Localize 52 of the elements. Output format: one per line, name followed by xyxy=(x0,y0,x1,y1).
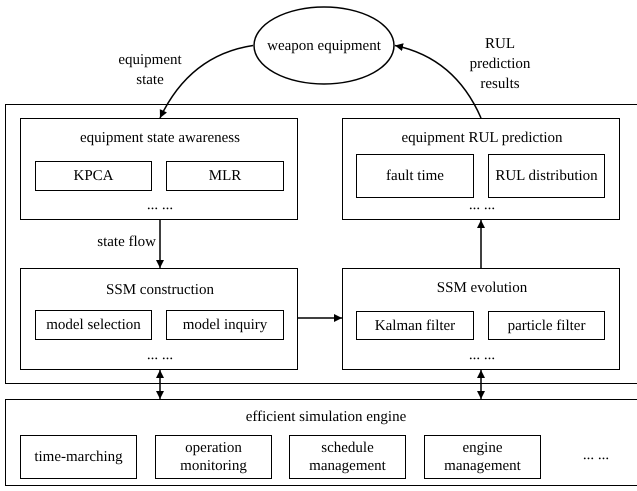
node-label: Kalman filter xyxy=(374,316,456,334)
node-label: weapon equipment xyxy=(266,36,382,54)
group-title: SSM construction xyxy=(105,281,215,299)
arrow xyxy=(477,220,485,268)
node-label: time-marching xyxy=(33,448,124,466)
edge-label: state flow xyxy=(96,233,156,252)
arrow xyxy=(477,370,485,399)
node-label: fault time xyxy=(385,167,445,185)
process-box xyxy=(488,311,605,340)
frame-box xyxy=(5,104,637,384)
group-title: equipment state awareness xyxy=(79,129,241,147)
process-box xyxy=(20,435,137,479)
process-box xyxy=(289,435,406,479)
group-box xyxy=(342,268,620,370)
process-box xyxy=(35,161,152,191)
ellipsis-text: ... ... xyxy=(468,196,496,214)
group-box xyxy=(5,399,637,486)
process-box xyxy=(424,435,541,479)
edge-label: RUL prediction results xyxy=(468,35,532,94)
ellipse-node xyxy=(253,6,395,85)
node-label: operation monitoring xyxy=(179,439,248,475)
node-label: MLR xyxy=(208,167,242,185)
node-label: model inquiry xyxy=(182,316,268,334)
ellipsis-text: ... ... xyxy=(146,196,174,214)
group-title: efficient simulation engine xyxy=(244,408,408,426)
process-box xyxy=(166,161,284,191)
process-box xyxy=(166,310,284,340)
node-label: model selection xyxy=(45,316,142,334)
node-label: KPCA xyxy=(72,167,114,185)
process-box xyxy=(488,154,605,198)
node-label: engine management xyxy=(443,439,522,475)
arrow xyxy=(298,314,342,322)
ellipsis-text: ... ... xyxy=(582,446,610,464)
process-box xyxy=(35,310,152,340)
group-box xyxy=(20,268,298,370)
node-label: schedule management xyxy=(308,439,387,475)
process-box xyxy=(356,311,474,340)
group-box xyxy=(20,118,298,220)
group-title: equipment RUL prediction xyxy=(400,129,564,147)
arrow xyxy=(394,44,482,118)
node-label: RUL distribution xyxy=(494,167,599,185)
arrow xyxy=(156,370,164,399)
group-title: SSM evolution xyxy=(436,279,528,297)
ellipsis-text: ... ... xyxy=(146,346,174,364)
arrow xyxy=(159,44,254,118)
process-box xyxy=(356,154,474,198)
group-box xyxy=(342,118,620,220)
process-box xyxy=(155,435,272,479)
ellipsis-text: ... ... xyxy=(468,346,496,364)
arrow xyxy=(156,220,164,268)
edge-label: equipment state xyxy=(117,51,183,90)
node-label: particle filter xyxy=(506,316,586,334)
